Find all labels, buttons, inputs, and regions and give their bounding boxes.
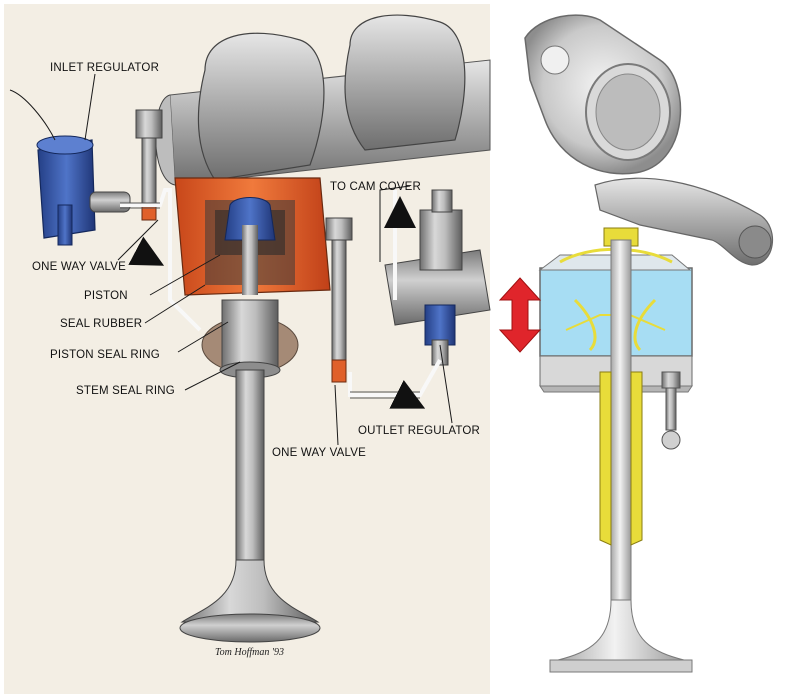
right-bolt	[325, 217, 353, 383]
pneumatic-chamber	[174, 177, 331, 296]
label-piston: PISTON	[84, 290, 128, 302]
label-to-cam-cover: TO CAM COVER	[330, 181, 421, 193]
inlet-regulator	[9, 89, 131, 246]
label-seal-rubber: SEAL RUBBER	[60, 318, 142, 330]
left-valve	[179, 299, 321, 643]
flow-arrow-right	[389, 379, 426, 409]
label-inlet-regulator: INLET REGULATOR	[50, 62, 159, 74]
outlet-regulator	[384, 189, 491, 366]
label-piston-seal-ring: PISTON SEAL RING	[50, 349, 160, 361]
artist-signature: Tom Hoffman '93	[215, 647, 284, 658]
cam-lobe-2	[344, 14, 466, 151]
left-bolt	[135, 109, 163, 221]
piston-cap	[224, 197, 276, 241]
label-one-way-valve-left: ONE WAY VALVE	[32, 261, 126, 273]
label-one-way-valve-right: ONE WAY VALVE	[272, 447, 366, 459]
label-outlet-regulator: OUTLET REGULATOR	[358, 425, 480, 437]
rocker-arm	[594, 177, 774, 266]
flow-arrow-left	[128, 236, 165, 266]
leader-lines	[84, 73, 453, 446]
motion-double-arrow	[498, 277, 542, 353]
side-nozzle	[661, 371, 681, 450]
camshaft	[155, 14, 491, 186]
label-stem-seal-ring: STEM SEAL RING	[76, 385, 175, 397]
right-cam	[524, 14, 682, 175]
left-illustration: INLET REGULATOR ONE WAY VALVE PISTON SEA…	[4, 4, 491, 694]
right-illustration	[498, 14, 774, 673]
right-valve	[549, 227, 693, 673]
cam-lobe-1	[197, 32, 325, 181]
